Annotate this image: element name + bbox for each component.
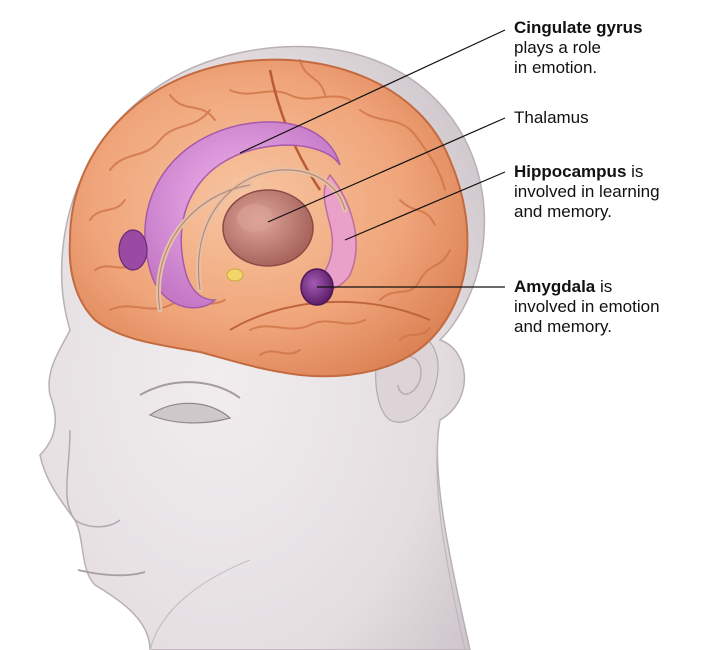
label-hippocampus: Hippocampus is involved in learning and …	[514, 162, 660, 222]
frontal-limbic-node	[119, 230, 147, 270]
label-thalamus: Thalamus	[514, 108, 589, 128]
label-amygdala-term: Amygdala	[514, 277, 595, 296]
label-hippocampus-line2: involved in learning	[514, 182, 660, 202]
label-amygdala: Amygdala is involved in emotion and memo…	[514, 277, 660, 337]
label-cingulate-gyrus: Cingulate gyrus plays a role in emotion.	[514, 18, 642, 78]
label-amygdala-suffix: is	[595, 277, 612, 296]
label-cingulate-line3: in emotion.	[514, 58, 642, 78]
label-hippocampus-term: Hippocampus	[514, 162, 626, 181]
label-hippocampus-suffix: is	[626, 162, 643, 181]
label-hippocampus-line3: and memory.	[514, 202, 660, 222]
label-cingulate-term: Cingulate gyrus	[514, 18, 642, 37]
label-amygdala-line3: and memory.	[514, 317, 660, 337]
brain	[70, 60, 468, 377]
label-amygdala-line2: involved in emotion	[514, 297, 660, 317]
label-cingulate-line2: plays a role	[514, 38, 642, 58]
label-thalamus-term: Thalamus	[514, 108, 589, 128]
thalamus	[223, 190, 313, 266]
